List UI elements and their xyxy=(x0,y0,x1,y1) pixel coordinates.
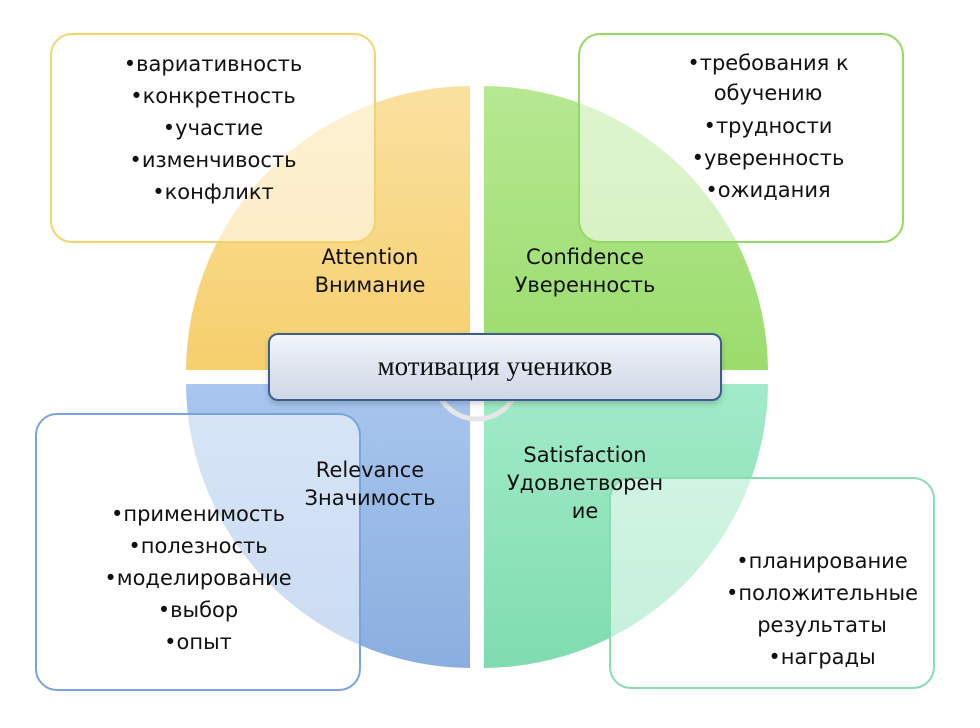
confidence-item: уверенность xyxy=(662,142,874,174)
satisfaction-item: планирование xyxy=(719,545,925,577)
attention-item: конкретность xyxy=(52,80,374,112)
satisfaction-callout: планирование положительные результаты на… xyxy=(609,477,935,689)
relevance-item: опыт xyxy=(37,626,359,658)
attention-item: участие xyxy=(52,112,374,144)
attention-item: вариативность xyxy=(52,48,374,80)
satisfaction-label-ru-line1: Удовлетворен xyxy=(506,471,664,495)
relevance-label-ru: Значимость xyxy=(304,486,436,510)
relevance-callout: применимость полезность моделирование вы… xyxy=(35,413,361,691)
relevance-item: моделирование xyxy=(37,562,359,594)
satisfaction-item: положительные результаты xyxy=(719,577,925,641)
satisfaction-label-en: Satisfaction xyxy=(523,443,647,467)
relevance-item: полезность xyxy=(37,530,359,562)
confidence-callout: требования к обучению трудности уверенно… xyxy=(578,33,904,243)
center-title: мотивация учеников xyxy=(377,351,613,381)
confidence-label: Confidence Уверенность xyxy=(500,243,670,299)
confidence-item: ожидания xyxy=(662,174,874,206)
confidence-label-en: Confidence xyxy=(525,245,645,269)
attention-callout: вариативность конкретность участие измен… xyxy=(50,33,376,243)
satisfaction-label-ru-line2: ие xyxy=(571,499,599,523)
attention-item: конфликт xyxy=(52,176,374,208)
attention-label-ru: Внимание xyxy=(314,273,426,297)
relevance-item: выбор xyxy=(37,594,359,626)
satisfaction-label: Satisfaction Удовлетворен ие xyxy=(495,441,675,525)
attention-label: Attention Внимание xyxy=(300,243,440,299)
relevance-label-en: Relevance xyxy=(315,458,425,482)
confidence-item: трудности xyxy=(662,110,874,142)
attention-item: изменчивость xyxy=(52,144,374,176)
attention-label-en: Attention xyxy=(321,245,419,269)
center-title-box: мотивация учеников xyxy=(268,333,722,401)
confidence-label-ru: Уверенность xyxy=(514,273,656,297)
relevance-item: применимость xyxy=(37,498,359,530)
confidence-item: требования к обучению xyxy=(662,48,874,108)
relevance-label: Relevance Значимость xyxy=(290,456,450,512)
satisfaction-item: награды xyxy=(719,641,925,673)
